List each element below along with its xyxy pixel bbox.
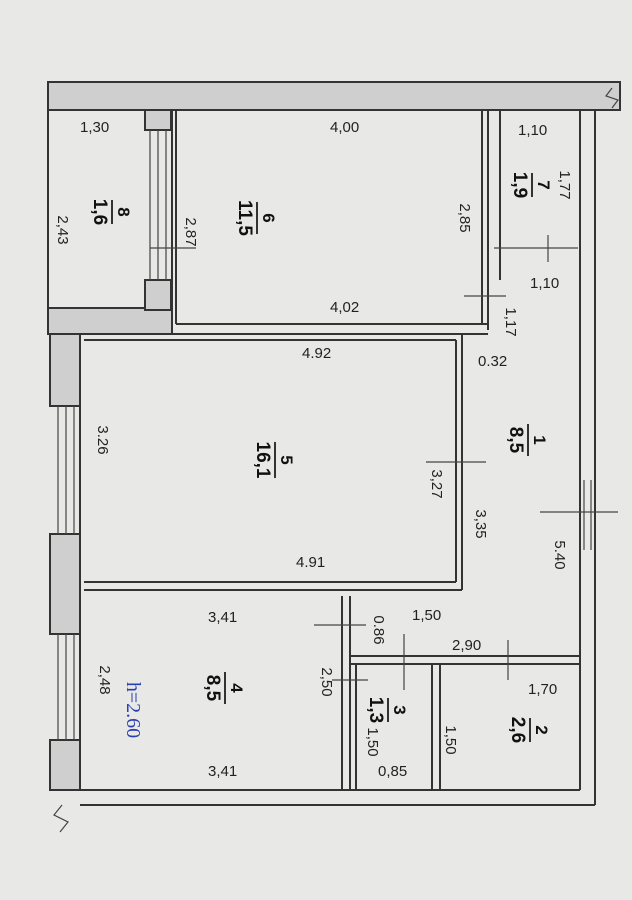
dim-2-48-group: 2,48 [96,665,113,694]
room-label-4: 4 8,5 [202,672,246,704]
dimension-ticks [150,235,618,690]
room-8-area: 1,6 [89,199,110,225]
dim-2-90: 2,90 [452,637,481,654]
dim-3-27: 3,27 [428,469,445,498]
dim-1-17: 1,17 [502,307,519,336]
dim-3-26: 3.26 [94,425,111,454]
room-label-6: 6 11,5 [234,200,278,236]
dim-4-91: 4.91 [296,554,325,571]
room-label-7: 7 1,9 [509,172,553,198]
room-6-number: 6 [259,213,278,222]
dim-2-50: 2,50 [318,667,335,696]
pier-top [144,109,172,131]
dim-1-50-b-group: 1,50 [364,727,381,756]
left-wall-pier-1 [49,333,81,407]
dim-2-43: 2,43 [54,215,71,244]
room-label-1: 1 8,5 [505,424,549,456]
dim-3-35: 3,35 [472,509,489,538]
window-left-2 [57,634,75,740]
dim-4-92: 4.92 [302,345,331,362]
dim-4-02: 4,02 [330,299,359,316]
dim-1-50-a: 1,50 [412,607,441,624]
dim-4-00: 4,00 [330,119,359,136]
window-right [583,480,592,550]
dim-0-85: 0,85 [378,763,407,780]
break-mark-top [605,87,619,109]
ceiling-height-group: h=2.60 [122,682,144,738]
room-4-number: 4 [227,683,246,693]
dim-2-85-group: 2,85 [456,203,473,232]
dim-1-70: 1,70 [528,681,557,698]
dim-1-50-b: 1,50 [364,727,381,756]
dim-2-48: 2,48 [96,665,113,694]
internal-walls [79,110,580,790]
dim-2-43-group: 2,43 [54,215,71,244]
left-wall-pier-3 [49,739,81,791]
room-label-5: 5 16,1 [252,442,296,479]
dim-2-85: 2,85 [456,203,473,232]
room-2-area: 2,6 [507,717,528,743]
dim-1-50-c: 1,50 [442,725,459,754]
room-3-number: 3 [390,705,409,714]
room-7-number: 7 [534,180,553,189]
room-label-8: 8 1,6 [89,199,133,225]
dim-3-41-top: 3,41 [208,609,237,626]
dimension-labels: 1,30 4,00 1,10 1,77 2,43 2,87 2,85 1,10 … [54,119,573,780]
dim-3-27-group: 3,27 [428,469,445,498]
room-4-area: 8,5 [202,675,223,702]
dim-1-30: 1,30 [80,119,109,136]
break-marks [53,87,619,833]
dim-2-87-group: 2,87 [182,217,199,246]
balcony-door [149,130,167,280]
dim-0-32: 0.32 [478,353,507,370]
dim-1-77-group: 1,77 [556,170,573,199]
window-left-1 [57,406,75,534]
dim-0-86-group: 0.86 [370,615,387,644]
balcony-bottom-wall [47,307,173,335]
room-label-3: 3 1,3 [365,697,409,723]
dim-3-41-bottom: 3,41 [208,763,237,780]
room-labels: 8 1,6 6 11,5 7 1,9 5 16,1 1 8,5 4 8,5 [89,172,553,743]
room-6-area: 11,5 [234,200,255,236]
room-7-area: 1,9 [509,172,530,198]
dim-5-40-group: 5.40 [551,540,568,569]
room-label-2: 2 2,6 [507,717,551,743]
dim-1-77: 1,77 [556,170,573,199]
ceiling-height: h=2.60 [122,682,144,738]
dim-1-10-top: 1,10 [518,122,547,139]
dim-1-17-group: 1,17 [502,307,519,336]
dim-1-50-c-group: 1,50 [442,725,459,754]
dim-1-10-mid: 1,10 [530,275,559,292]
dim-2-87: 2,87 [182,217,199,246]
left-wall-pier-2 [49,533,81,635]
windows [57,130,592,740]
top-wall [47,81,621,111]
dim-3-35-group: 3,35 [472,509,489,538]
dim-0-86: 0.86 [370,615,387,644]
room-1-area: 8,5 [505,427,526,454]
room-3-area: 1,3 [365,697,386,723]
outer-walls [47,81,621,806]
room-2-number: 2 [532,725,551,734]
room-5-number: 5 [277,455,296,464]
dim-5-40: 5.40 [551,540,568,569]
room-1-number: 1 [530,435,549,444]
break-mark-bottom [53,804,69,833]
room-5-area: 16,1 [252,442,273,479]
pier-bottom [144,279,172,311]
dim-2-50-group: 2,50 [318,667,335,696]
dim-3-26-group: 3.26 [94,425,111,454]
room-8-number: 8 [114,207,133,216]
